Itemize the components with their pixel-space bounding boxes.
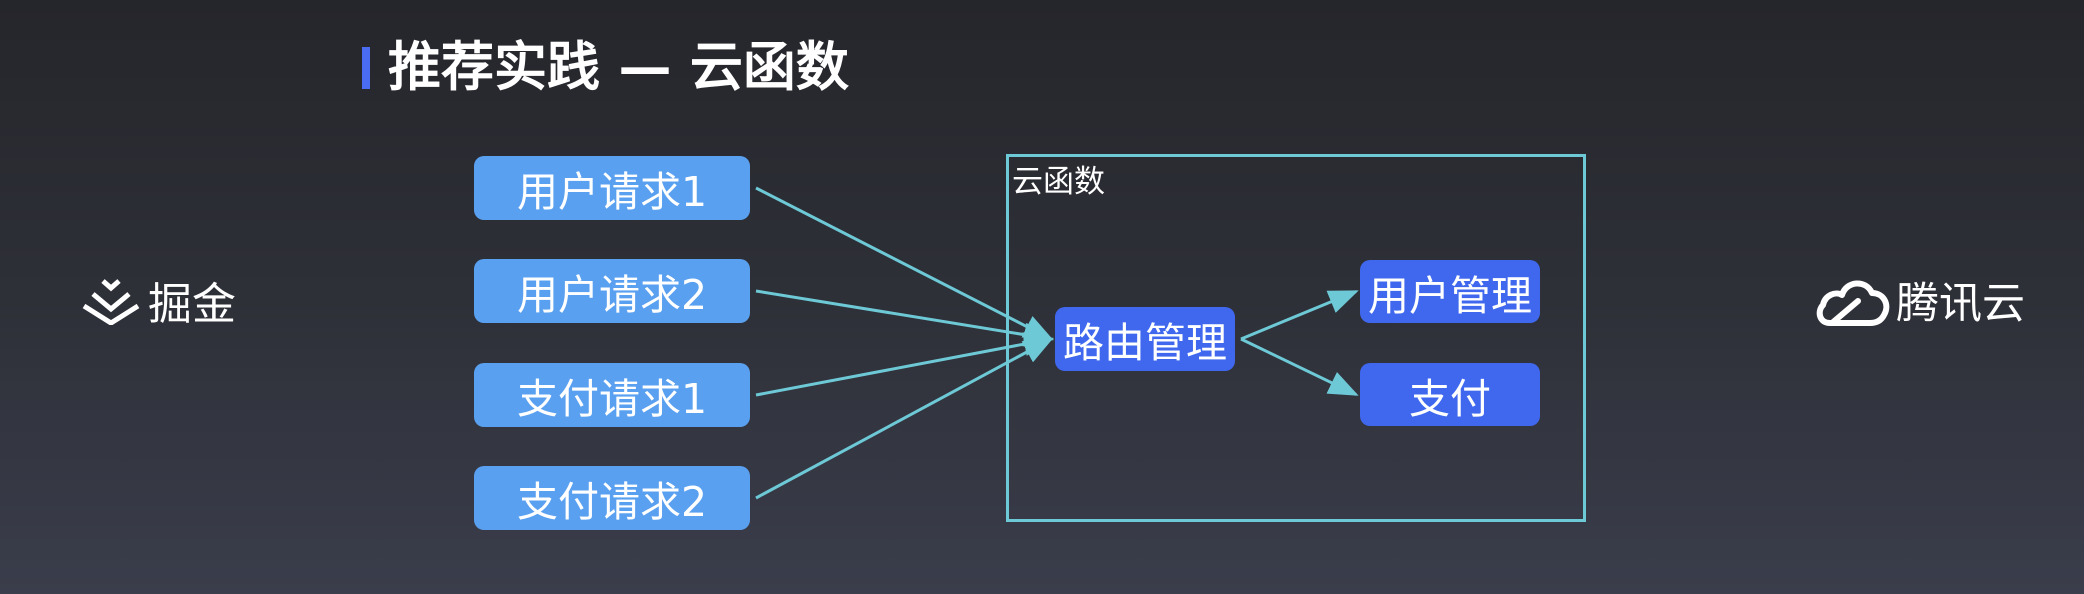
request-node-user-2[interactable]: 用户请求2: [474, 259, 750, 323]
service-node-user-management[interactable]: 用户管理: [1360, 260, 1540, 323]
request-node-payment-2[interactable]: 支付请求2: [474, 466, 750, 530]
edge-r3-to-router: [755, 332, 1054, 397]
slide-title: 推荐实践 — 云函数: [388, 37, 849, 98]
cloud-function-container-label: 云函数: [1012, 164, 1105, 200]
tencent-cloud-icon: [1816, 280, 1890, 326]
edge-r4-to-router: [755, 337, 1054, 500]
juejin-chevron-icon: [82, 279, 140, 325]
edge-router-to-s2: [1240, 337, 1359, 396]
service-node-payment[interactable]: 支付: [1360, 363, 1540, 426]
juejin-logo-text: 掘金: [148, 279, 236, 330]
edge-r2-to-router: [755, 289, 1054, 347]
cloud-function-container: [1006, 154, 1586, 522]
request-node-user-1[interactable]: 用户请求1: [474, 156, 750, 220]
request-node-payment-1[interactable]: 支付请求1: [474, 363, 750, 427]
router-node[interactable]: 路由管理: [1055, 307, 1235, 371]
edge-router-to-s1: [1240, 290, 1359, 341]
tencent-cloud-logo-text: 腾讯云: [1896, 279, 2025, 329]
edge-r1-to-router: [755, 186, 1054, 341]
tencent-cloud-logo: 腾讯云: [1814, 270, 2025, 330]
juejin-logo: 掘金: [82, 272, 236, 330]
title-accent-bar: [362, 47, 370, 89]
